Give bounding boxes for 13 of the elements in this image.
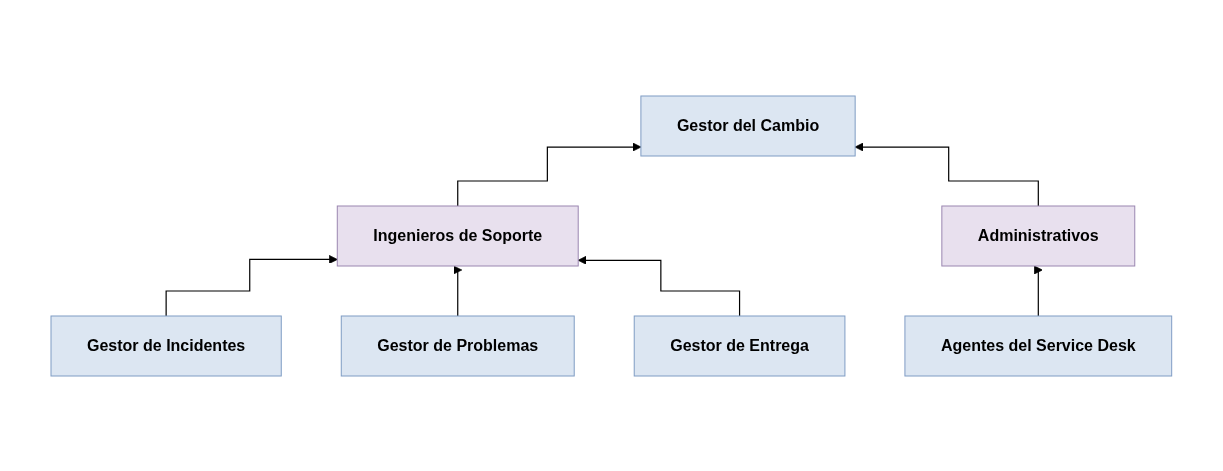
- arrow: [457, 142, 642, 207]
- node-box: Ingenieros de Soporte: [336, 205, 579, 266]
- node-box: Gestor de Problemas: [340, 315, 575, 376]
- node-box: Agentes del Service Desk: [904, 315, 1173, 376]
- node-box: Administrativos: [941, 205, 1136, 266]
- arrow: [165, 254, 338, 317]
- node-box: Gestor de Incidentes: [50, 315, 282, 376]
- arrow: [453, 265, 463, 317]
- node-box: Gestor del Cambio: [640, 95, 856, 156]
- arrow: [854, 142, 1040, 207]
- node-box: Gestor de Entrega: [633, 315, 846, 376]
- arrow: [577, 255, 741, 317]
- arrow: [1034, 265, 1043, 317]
